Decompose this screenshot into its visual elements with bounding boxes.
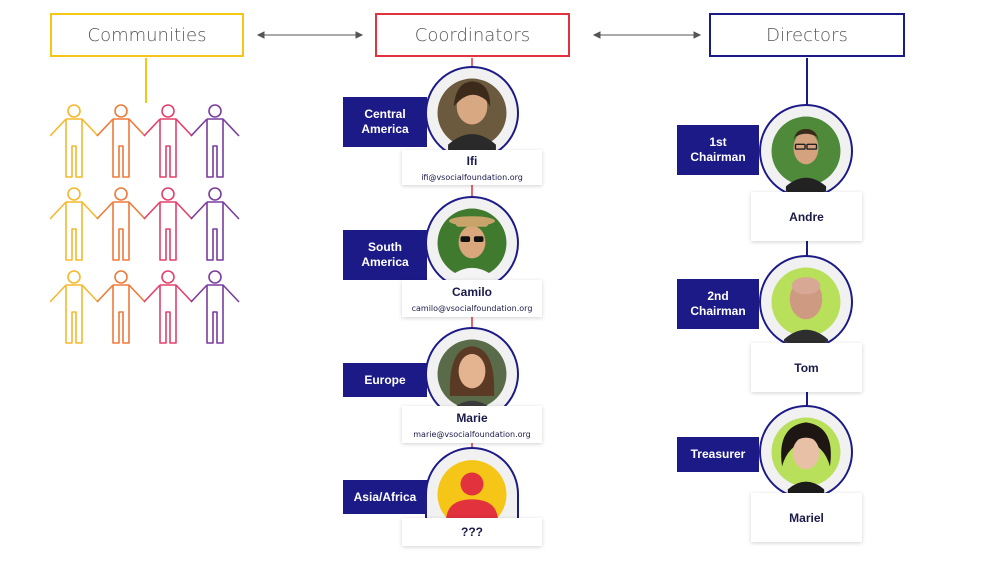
communities-people-grid <box>50 104 240 344</box>
coordinator-name: Ifi <box>466 153 478 168</box>
coordinator-email[interactable]: ifi@vsocialfoundation.org <box>421 172 523 182</box>
person-icon <box>143 187 193 261</box>
director-card-andre: Andre <box>751 192 862 241</box>
avatar-camilo <box>425 196 519 290</box>
person-icon <box>50 104 99 178</box>
region-label-europe: Europe <box>343 363 427 397</box>
placeholder-avatar-icon <box>437 460 507 519</box>
person-icon <box>143 270 193 344</box>
person-icon <box>96 270 146 344</box>
avatar-marie <box>425 327 519 421</box>
region-label-asia-africa: Asia/Africa <box>343 480 427 514</box>
director-card-mariel: Mariel <box>751 493 862 542</box>
arrow-left-right-icon <box>256 31 364 39</box>
coordinator-name: Camilo <box>451 284 492 299</box>
avatar-ifi <box>425 66 519 160</box>
role-label-2nd-chairman: 2nd Chairman <box>677 279 759 329</box>
role-label-treasurer: Treasurer <box>677 437 759 472</box>
director-card-tom: Tom <box>751 343 862 392</box>
directors-header: Directors <box>709 13 905 57</box>
director-name: Andre <box>789 209 824 224</box>
avatar-tom <box>759 255 853 349</box>
coordinator-name: Marie <box>456 410 488 425</box>
avatar-andre <box>759 104 853 198</box>
person-icon <box>143 104 193 178</box>
director-name: Mariel <box>789 510 824 525</box>
director-name: Tom <box>794 360 819 375</box>
person-icon <box>96 187 146 261</box>
person-icon <box>190 104 240 178</box>
arrow-left-right-icon <box>592 31 702 39</box>
coordinator-email[interactable]: camilo@vsocialfoundation.org <box>411 303 533 313</box>
person-icon <box>190 187 240 261</box>
coordinator-card-unknown: ??? <box>402 518 542 546</box>
person-icon <box>96 104 146 178</box>
person-icon <box>50 270 99 344</box>
region-label-south-america: South America <box>343 230 427 280</box>
coordinator-card-marie: Marie marie@vsocialfoundation.org <box>402 406 542 443</box>
region-label-central-america: Central America <box>343 97 427 147</box>
avatar-unknown <box>425 447 519 519</box>
coordinator-name: ??? <box>461 525 483 539</box>
communities-header: Communities <box>50 13 244 57</box>
person-icon <box>50 187 99 261</box>
person-icon <box>190 270 240 344</box>
role-label-1st-chairman: 1st Chairman <box>677 125 759 175</box>
avatar-mariel <box>759 405 853 499</box>
coordinator-card-ifi: Ifi ifi@vsocialfoundation.org <box>402 150 542 185</box>
coordinator-email[interactable]: marie@vsocialfoundation.org <box>413 429 531 439</box>
coordinator-card-camilo: Camilo camilo@vsocialfoundation.org <box>402 280 542 317</box>
coordinators-header: Coordinators <box>375 13 570 57</box>
